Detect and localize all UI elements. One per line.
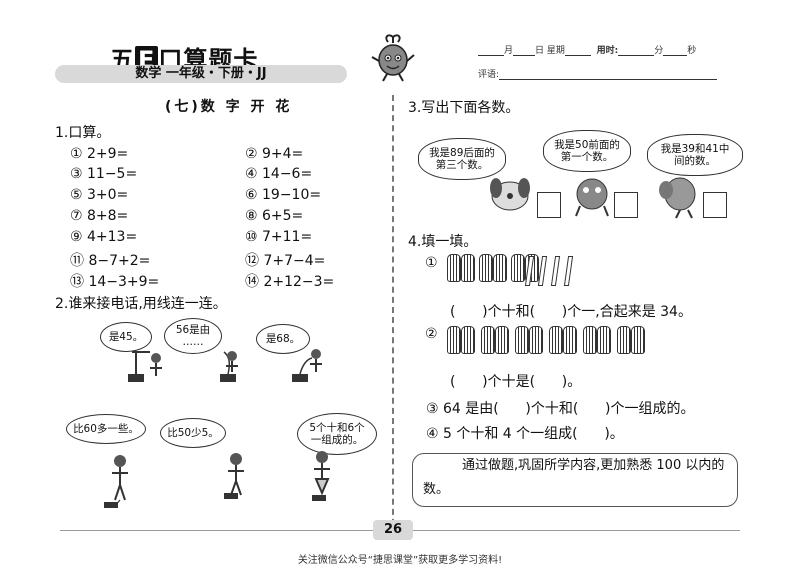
problem-4: ④ 14−6=	[245, 166, 313, 182]
date-line: 月日 星期 用时:分秒	[478, 43, 696, 56]
section2-heading: 2.谁来接电话,用线连一连。	[55, 296, 227, 312]
problem-8: ⑧ 6+5=	[245, 208, 304, 224]
problem-12: ⑫ 7+7−4=	[245, 253, 326, 269]
animal-bubble-1: 我是89后面的 第三个数。	[418, 138, 506, 180]
phone-bubble-6: 5个十和6个 一组成的。	[297, 413, 377, 455]
problem-14: ⑭ 2+12−3=	[245, 274, 335, 290]
problem-2: ② 9+4=	[245, 146, 304, 162]
answer-box-3[interactable]	[703, 192, 727, 218]
answer-box-1[interactable]	[537, 192, 561, 218]
children-on-phones-icon	[104, 451, 330, 508]
q2-number: ②	[425, 326, 438, 342]
problem-6: ⑥ 19−10=	[245, 187, 322, 203]
q1-number: ①	[425, 255, 438, 271]
q1-text: ( )个十和( )个一,合起来是 34。	[450, 304, 692, 320]
section4-heading: 4.填一填。	[408, 234, 478, 250]
phone-bubble-3: 是68。	[256, 324, 310, 354]
lesson-title: (七)数 字 开 花	[165, 99, 293, 115]
q3-text: ③ 64 是由( )个十和( )个一组成的。	[426, 401, 695, 417]
section1-heading: 1.口算。	[55, 125, 111, 141]
subject-bar: 数学 一年级・下册・JJ	[55, 65, 347, 83]
problem-9: ⑨ 4+13=	[70, 229, 138, 245]
animal-bubble-3: 我是39和41中 间的数。	[647, 134, 743, 176]
problem-7: ⑦ 8+8=	[70, 208, 129, 224]
column-divider	[392, 95, 394, 535]
problem-10: ⑩ 7+11=	[245, 229, 313, 245]
problem-3: ③ 11−5=	[70, 166, 138, 182]
q2-text: ( )个十是( )。	[450, 374, 582, 390]
animals-icon	[490, 177, 696, 219]
phone-bubble-5: 比50少5。	[160, 418, 226, 448]
section3-heading: 3.写出下面各数。	[408, 100, 520, 116]
phone-bubble-4: 比60多一些。	[66, 414, 146, 444]
page-number: 26	[373, 520, 413, 540]
phone-bubble-1: 是45。	[100, 322, 152, 352]
q4-text: ④ 5 个十和 4 个一组成( )。	[426, 426, 624, 442]
animal-bubble-2: 我是50前面的 第一个数。	[543, 130, 631, 172]
problem-11: ⑪ 8−7+2=	[70, 253, 151, 269]
tip-text: 通过做题,巩固所学内容,更加熟悉 100 以内的数。	[423, 458, 725, 497]
phone-bubble-2: 56是由 ……	[164, 318, 222, 354]
tip-box: 通过做题,巩固所学内容,更加熟悉 100 以内的数。	[412, 453, 738, 507]
telephones-icon	[128, 349, 322, 382]
turnip-mascot-icon	[371, 34, 415, 82]
comment-line: 评语:	[478, 67, 718, 80]
problem-1: ① 2+9=	[70, 146, 129, 162]
answer-box-2[interactable]	[614, 192, 638, 218]
ones-sticks-q1	[524, 256, 574, 286]
footer-text: 关注微信公众号“捷思课堂”获取更多学习资料!	[297, 555, 503, 566]
tens-bundles-q2	[447, 326, 645, 354]
problem-5: ⑤ 3+0=	[70, 187, 129, 203]
problem-13: ⑬ 14−3+9=	[70, 274, 160, 290]
